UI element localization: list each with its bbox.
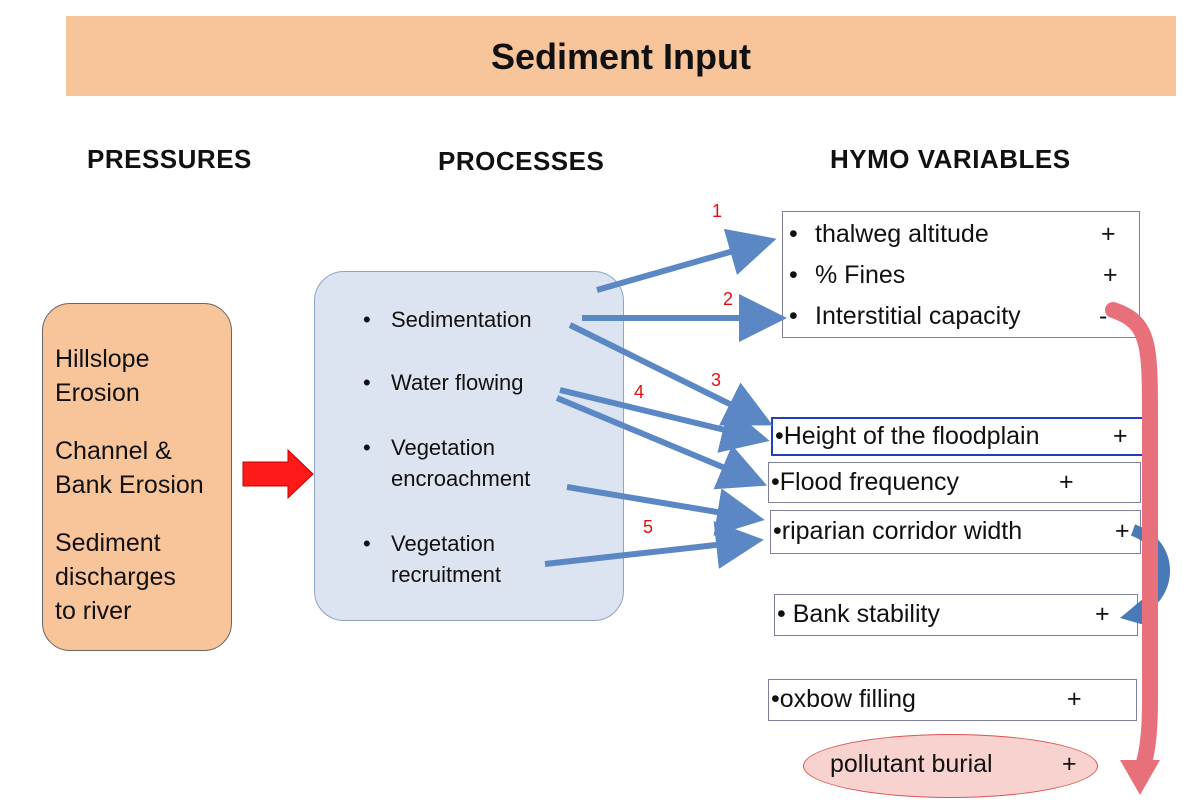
process-label: Vegetation recruitment — [391, 531, 502, 587]
processes-heading: PROCESSES — [438, 146, 605, 176]
process-label: Water flowing — [391, 370, 524, 395]
arrow-1-sedimentation-to-thalweg — [596, 228, 777, 293]
hymo-sign: + — [1067, 685, 1082, 713]
bullet-icon: • — [363, 435, 371, 460]
arrow-number-4: 4 — [634, 382, 645, 402]
pressure-channel-bank-erosion: Channel & Bank Erosion — [55, 437, 204, 499]
arrow-4-water-to-floodplain — [559, 387, 770, 453]
hymo-bullet-icon: • — [789, 261, 798, 289]
hymo-box-oxbow-filling: •oxbow filling + — [768, 679, 1137, 721]
pressures-box: Hillslope Erosion Channel & Bank Erosion… — [42, 303, 232, 651]
process-label: Vegetation encroachment — [391, 435, 531, 491]
hymo-interstitial-capacity: Interstitial capacity — [815, 302, 1021, 330]
hymo-box-riparian-corridor: •riparian corridor width + — [770, 510, 1141, 554]
hymo-bullet-icon: • — [789, 302, 798, 330]
arrow-water-to-flood-frequency — [555, 395, 768, 490]
hymo-bullet-icon: • — [789, 220, 798, 248]
hymo-variables-heading: HYMO VARIABLES — [830, 144, 1071, 174]
hymo-box-flood-frequency: •Flood frequency + — [768, 462, 1141, 503]
curved-arrow-head-icon — [1120, 598, 1148, 626]
hymo-sign: + — [1059, 468, 1074, 496]
diagram-title: Sediment Input — [491, 36, 751, 77]
pressure-to-process-arrow-icon — [242, 448, 314, 500]
hymo-bank-stability-label: • Bank stability — [777, 600, 940, 628]
hymo-thalweg-altitude: thalweg altitude — [815, 220, 989, 248]
hymo-oxbow-filling-label: •oxbow filling — [771, 685, 916, 713]
curved-arrow-interstitial-to-pollutant-icon — [1105, 302, 1158, 783]
bullet-icon: • — [363, 531, 371, 556]
bullet-icon: • — [363, 307, 371, 332]
arrow-number-3: 3 — [711, 370, 722, 390]
arrow-number-2: 2 — [723, 289, 734, 309]
hymo-percent-fines: % Fines — [815, 261, 906, 289]
hymo-flood-frequency-label: •Flood frequency — [771, 468, 960, 496]
hymo-sign: - — [1099, 302, 1108, 330]
pressure-hillslope-erosion: Hillslope Erosion — [55, 345, 150, 407]
pressure-sediment-discharges: Sediment discharges to river — [55, 529, 176, 625]
arrow-5-recruitment-to-riparian — [544, 521, 764, 569]
arrow-number-5: 5 — [643, 517, 654, 537]
hymo-box-bank-stability: • Bank stability + — [774, 594, 1138, 636]
pink-arrow-head-icon — [1120, 760, 1160, 795]
hymo-riparian-corridor-label: •riparian corridor width — [773, 517, 1023, 545]
hymo-sign: + — [1095, 600, 1110, 628]
bullet-icon: • — [363, 370, 371, 395]
hymo-sign: + — [1062, 750, 1077, 778]
hymo-sign: + — [1103, 261, 1118, 289]
arrow-3-sedimentation-to-floodplain — [568, 322, 773, 426]
process-label: Sedimentation — [391, 307, 532, 332]
title-banner: Sediment Input — [66, 16, 1176, 96]
arrow-encroachment-to-riparian — [566, 484, 765, 536]
hymo-sign: + — [1115, 517, 1130, 545]
pollutant-burial-ellipse: pollutant burial + — [803, 734, 1098, 798]
hymo-box-sediment-properties: • thalweg altitude + • % Fines + • Inter… — [782, 211, 1140, 338]
hymo-sign: + — [1101, 220, 1116, 248]
pollutant-burial-label: pollutant burial — [830, 750, 993, 778]
pressures-heading: PRESSURES — [87, 144, 252, 174]
hymo-sign: + — [1113, 422, 1128, 450]
hymo-floodplain-height-label: •Height of the floodplain — [775, 422, 1040, 450]
arrow-number-1: 1 — [712, 201, 723, 221]
